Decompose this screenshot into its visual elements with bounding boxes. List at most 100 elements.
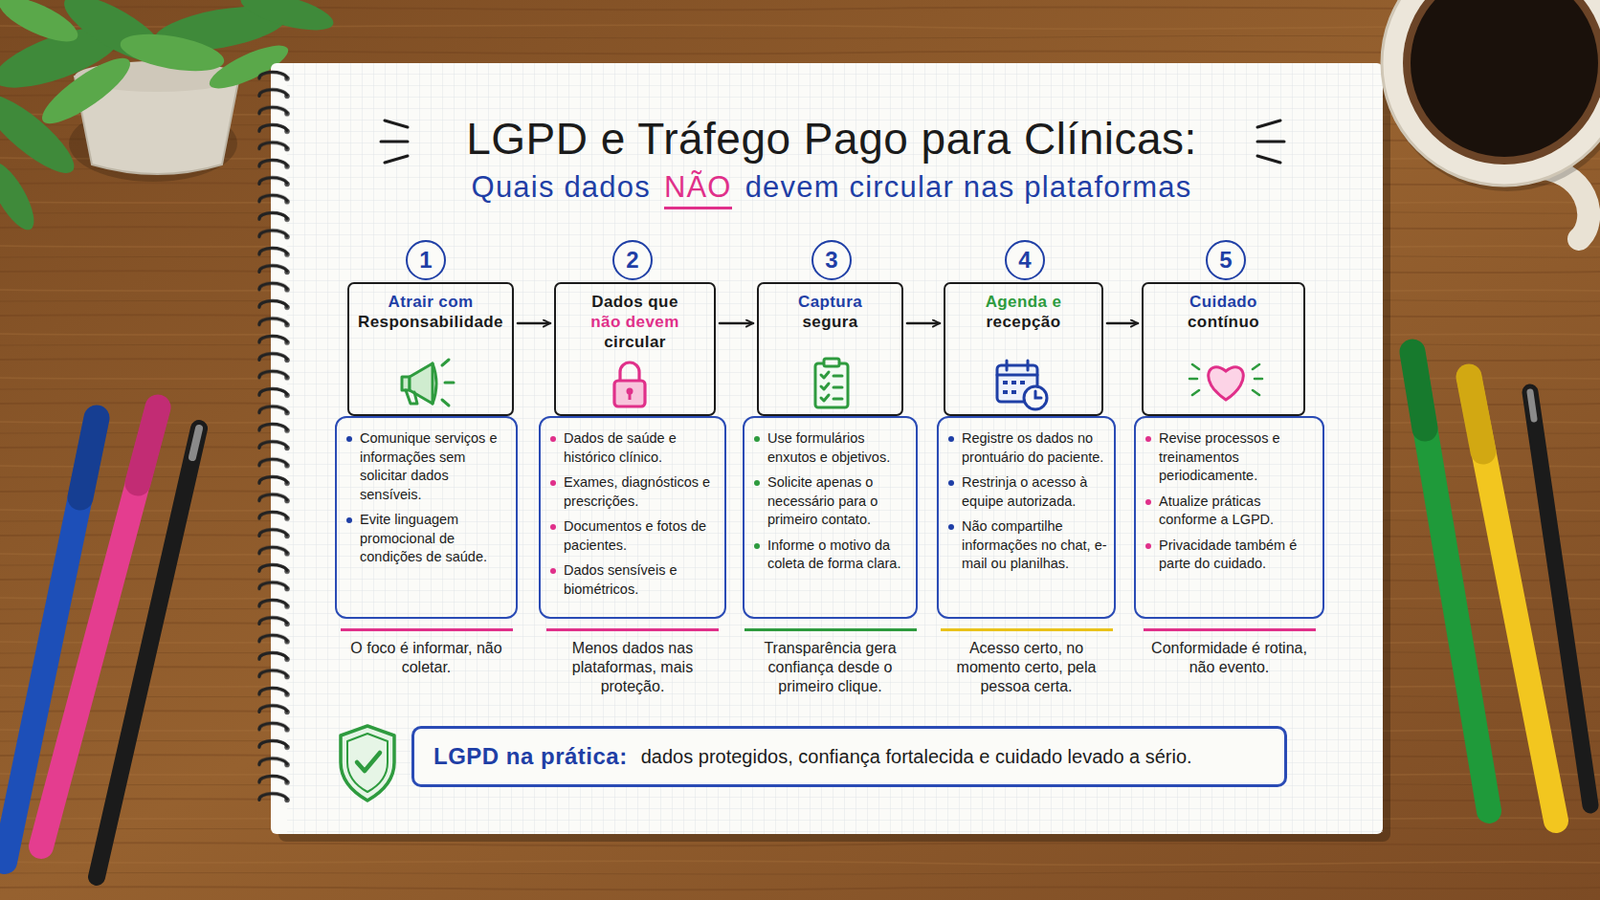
flow-arrow xyxy=(719,322,754,326)
bullet-dot xyxy=(948,524,955,531)
step-content-box: Comunique serviços e informações sem sol… xyxy=(334,416,518,620)
column-caption: Conformidade é rotina, não evento. xyxy=(1143,628,1316,678)
bullet-dot xyxy=(550,524,556,531)
bullet-text: Atualize práticas conforme a LGPD. xyxy=(1158,492,1317,531)
notebook xyxy=(254,63,1391,843)
subtitle-text: devem circular nas plataformas xyxy=(745,170,1193,210)
summary-banner: LGPD na prática:dados protegidos, confia… xyxy=(411,726,1288,788)
step-number: 3 xyxy=(824,248,838,272)
bullet-item: Dados de saúde e histórico clínico. xyxy=(550,429,719,467)
bullet-text: Revise processos e treinamentos periodic… xyxy=(1158,429,1317,487)
bullet-text: Restrinja o acesso à equipe autorizada. xyxy=(961,473,1109,512)
bullet-dot xyxy=(754,543,760,550)
step-title-line: Agenda e xyxy=(985,291,1063,312)
bullet-text: Evite linguagem promocional de condições… xyxy=(359,511,511,568)
step-header-box: Dados quenão devemcircular xyxy=(554,282,716,417)
column-caption: Menos dados nas plataformas, mais proteç… xyxy=(546,628,719,697)
bullet-dot xyxy=(346,517,353,524)
step-header-box: Cuidadocontínuo xyxy=(1141,282,1306,417)
bullet-dot xyxy=(754,436,760,443)
bullet-item: Informe o motivo da coleta de forma clar… xyxy=(754,536,911,575)
step-number: 1 xyxy=(419,248,432,272)
bullet-item: Restrinja o acesso à equipe autorizada. xyxy=(948,473,1109,512)
bullet-dot xyxy=(948,480,955,487)
markers-right xyxy=(1412,352,1591,822)
column-caption: Acesso certo, no momento certo, pela pes… xyxy=(940,628,1113,697)
column-caption: O foco é informar, não coletar. xyxy=(340,628,513,678)
bullet-dot xyxy=(1145,543,1152,550)
step-content-box: Revise processos e treinamentos periodic… xyxy=(1133,416,1325,620)
step-title-line: segura xyxy=(801,311,858,333)
bullet-item: Revise processos e treinamentos periodic… xyxy=(1145,429,1317,487)
step-title-line: não devem xyxy=(590,311,679,333)
step-title-line: contínuo xyxy=(1187,311,1260,333)
bullet-text: Solicite apenas o necessário para o prim… xyxy=(767,473,911,531)
step-number: 2 xyxy=(625,248,639,272)
step-header-box: Atrair comResponsabilidade xyxy=(347,282,514,417)
bullet-text: Comunique serviços e informações sem sol… xyxy=(359,429,511,505)
bullet-item: Documentos e fotos de pacientes. xyxy=(550,517,719,556)
bullet-item: Use formulários enxutos e objetivos. xyxy=(754,429,911,467)
bullet-dot xyxy=(1145,499,1152,506)
subtitle-row: Quais dados NÃO devem circular nas platafo… xyxy=(270,170,1393,210)
summary-text: dados protegidos, confiança fortalecida … xyxy=(641,746,1193,769)
flow-arrow xyxy=(517,322,551,326)
bullet-item: Comunique serviços e informações sem sol… xyxy=(346,429,511,505)
step-title-line: Captura xyxy=(798,291,863,312)
calendar-icon xyxy=(997,360,1047,410)
shield-check-icon xyxy=(340,726,395,801)
step-title-line: Atrair com xyxy=(387,291,473,312)
bullet-dot xyxy=(1145,436,1152,443)
step-title-line: Dados que xyxy=(591,291,679,312)
bullet-dot xyxy=(550,568,556,575)
bullet-text: Documentos e fotos de pacientes. xyxy=(563,517,719,556)
bullet-dot xyxy=(550,480,556,487)
bullet-item: Evite linguagem promocional de condições… xyxy=(346,511,511,568)
step-content-box: Use formulários enxutos e objetivos. Soli… xyxy=(742,416,918,620)
step-header-box: Capturasegura xyxy=(756,282,904,417)
bullet-item: Dados sensíveis e biométricos. xyxy=(550,561,719,600)
bullet-text: Privacidade também é parte do cuidado. xyxy=(1158,536,1317,575)
flow-arrow xyxy=(1107,322,1138,326)
heart-icon xyxy=(1189,364,1263,400)
bullet-dot xyxy=(346,436,353,443)
bullet-text: Registre os dados no prontuário do pacie… xyxy=(961,429,1109,467)
bullet-dot xyxy=(948,436,955,443)
subtitle-text: Quais dados xyxy=(471,170,651,210)
bullet-text: Informe o motivo da coleta de forma clar… xyxy=(767,536,911,575)
step-number: 5 xyxy=(1219,248,1232,272)
subtitle-highlight: NÃO xyxy=(664,170,733,210)
bullet-item: Exames, diagnósticos e prescrições. xyxy=(550,473,719,512)
bullet-text: Dados de saúde e histórico clínico. xyxy=(563,429,719,467)
step-number: 4 xyxy=(1018,248,1031,272)
bullet-text: Dados sensíveis e biométricos. xyxy=(563,561,719,600)
bullet-dot xyxy=(550,436,556,443)
step-number-circle: 1 xyxy=(405,240,446,281)
step-number-circle: 3 xyxy=(811,240,852,281)
step-title-line: circular xyxy=(603,332,667,353)
megaphone-icon xyxy=(401,359,454,406)
bullet-text: Não compartilhe informações no chat, e-m… xyxy=(961,517,1109,575)
bullet-text: Use formulários enxutos e objetivos. xyxy=(767,429,911,467)
step-number-circle: 4 xyxy=(1004,240,1045,281)
bullet-item: Atualize práticas conforme a LGPD. xyxy=(1145,492,1317,531)
bullet-item: Solicite apenas o necessário para o prim… xyxy=(754,473,911,531)
step-content-box: Dados de saúde e histórico clínico. Exame… xyxy=(538,416,727,620)
markers-left xyxy=(4,407,200,878)
clipboard-icon xyxy=(815,358,848,408)
step-content-box: Registre os dados no prontuário do pacie… xyxy=(936,416,1116,620)
step-number-circle: 5 xyxy=(1205,240,1246,281)
step-number-circle: 2 xyxy=(612,240,653,281)
step-title-line: Responsabilidade xyxy=(357,311,504,333)
diagram-title: LGPD e Tráfego Pago para Clínicas: xyxy=(466,113,1198,164)
bullet-item: Não compartilhe informações no chat, e-m… xyxy=(948,517,1109,575)
step-title-line: recepção xyxy=(986,311,1062,333)
padlock-icon xyxy=(614,362,645,407)
step-header-box: Agenda erecepção xyxy=(943,282,1104,417)
column-caption: Transparência gera confiança desde o pri… xyxy=(744,628,917,697)
bullet-item: Privacidade também é parte do cuidado. xyxy=(1145,536,1317,575)
flow-arrow xyxy=(907,322,940,326)
bullet-dot xyxy=(754,480,760,487)
title-bar: LGPD e Tráfego Pago para Clínicas: xyxy=(270,112,1393,165)
